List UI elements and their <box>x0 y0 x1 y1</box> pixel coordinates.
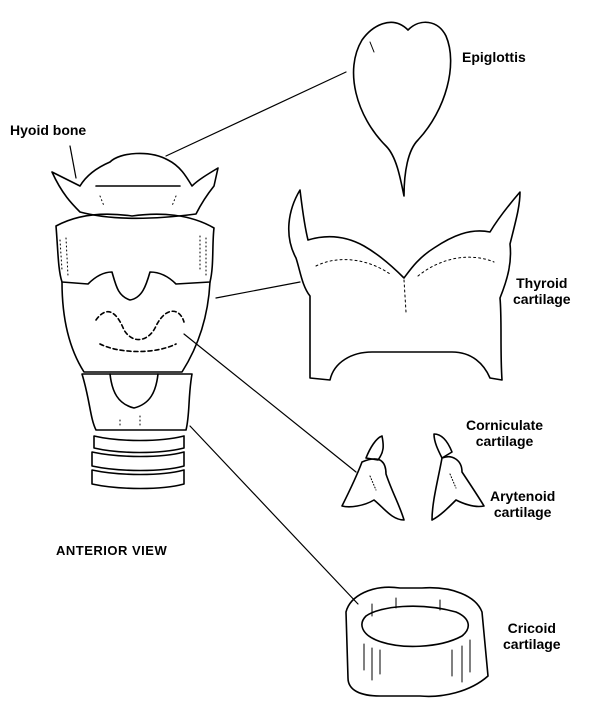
assembled-larynx <box>52 153 218 488</box>
label-anterior-view: ANTERIOR VIEW <box>56 543 167 559</box>
arytenoid-right <box>432 457 484 520</box>
label-arytenoid-line2: cartilage <box>490 504 555 520</box>
conus-shape <box>62 282 210 372</box>
arytenoid-shade <box>370 474 456 490</box>
thyroid-shade <box>316 257 494 312</box>
cricoid-rim <box>362 606 468 646</box>
label-corniculate-line1: Corniculate <box>466 417 543 433</box>
epiglottis-notch <box>370 42 374 52</box>
label-hyoid-bone: Hyoid bone <box>10 122 86 138</box>
thyroid-assembled-shape <box>56 214 214 300</box>
trachea-ring-3 <box>92 470 184 489</box>
label-cricoid-cartilage: Cricoid cartilage <box>503 620 561 652</box>
trachea-ring-2 <box>92 452 184 471</box>
leader-thyroid <box>216 282 300 298</box>
label-arytenoid-cartilage: Arytenoid cartilage <box>490 488 555 520</box>
corniculate-right <box>434 434 452 458</box>
label-corniculate-line2: cartilage <box>466 433 543 449</box>
label-cricoid-line2: cartilage <box>503 636 561 652</box>
inner-dashed <box>96 311 184 339</box>
cricoid-assembled <box>82 374 192 430</box>
leader-arytenoid <box>184 334 356 472</box>
cricoid-arch <box>110 374 158 408</box>
label-thyroid-line1: Thyroid <box>513 275 571 291</box>
label-cricoid-line1: Cricoid <box>503 620 561 636</box>
shading <box>60 196 206 428</box>
cricoid-shape <box>346 587 488 696</box>
inner-dashed-2 <box>100 344 176 352</box>
label-corniculate-cartilage: Corniculate cartilage <box>466 417 543 449</box>
corniculate-left <box>366 436 383 460</box>
label-thyroid-cartilage: Thyroid cartilage <box>513 275 571 307</box>
leader-hyoid <box>70 146 76 178</box>
label-arytenoid-line1: Arytenoid <box>490 488 555 504</box>
leader-lines <box>70 72 358 604</box>
trachea-ring-1 <box>94 436 184 453</box>
label-epiglottis: Epiglottis <box>462 49 526 65</box>
epiglottis-shape <box>354 22 451 196</box>
label-thyroid-line2: cartilage <box>513 291 571 307</box>
leader-epiglottis <box>166 72 346 156</box>
